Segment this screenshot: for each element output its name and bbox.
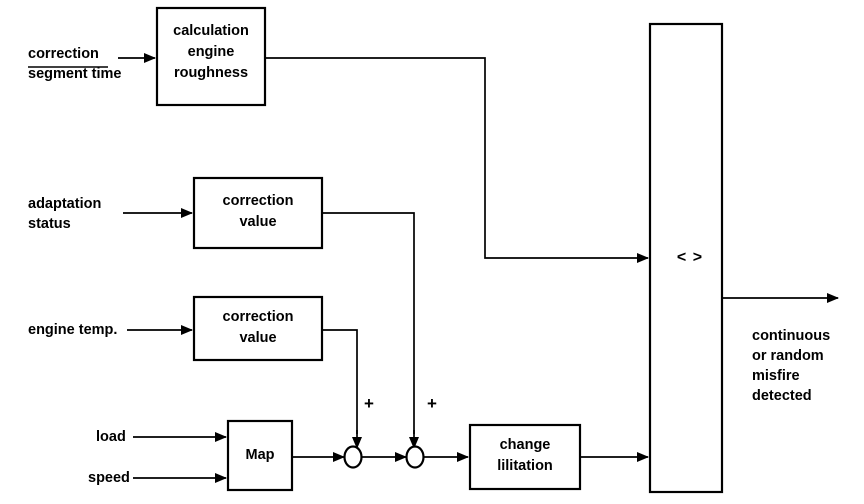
block-comparator <box>648 22 724 494</box>
input-label-speed: speed <box>88 470 130 486</box>
block-label-correction-value-adaptation: correction value <box>222 193 294 230</box>
block-label-correction-value-temperature: correction value <box>222 309 294 346</box>
input-label-engine-temp: engine temp. <box>28 322 118 338</box>
block-label-comparator: < > <box>676 249 704 266</box>
wire-roughness-to-comparator <box>265 57 649 263</box>
block-label-map: Map <box>245 447 275 463</box>
wire-adaptation-correction-to-sum2 <box>322 212 415 434</box>
sum-junction-2 <box>405 445 425 469</box>
input-label-correction-segment-time: correction segment time <box>28 46 122 82</box>
sum-junction-1-sign: + <box>364 394 374 413</box>
block-label-calculation-engine-roughness: calculation engine roughness <box>173 23 249 81</box>
sum-junction-1 <box>343 445 363 469</box>
wire-temperature-correction-to-sum1 <box>322 329 358 434</box>
output-label-misfire-detected: continuous or random misfire detected <box>752 328 831 404</box>
input-label-load: load <box>96 429 126 445</box>
block-correction-value-temperature <box>192 295 324 362</box>
sum-junction-2-sign: + <box>427 394 437 413</box>
block-calculation-engine-roughness <box>155 6 267 107</box>
block-label-change-limitation: change lilitation <box>497 437 553 474</box>
block-map <box>226 419 294 492</box>
input-label-adaptation-status: adaptation status <box>28 196 102 232</box>
